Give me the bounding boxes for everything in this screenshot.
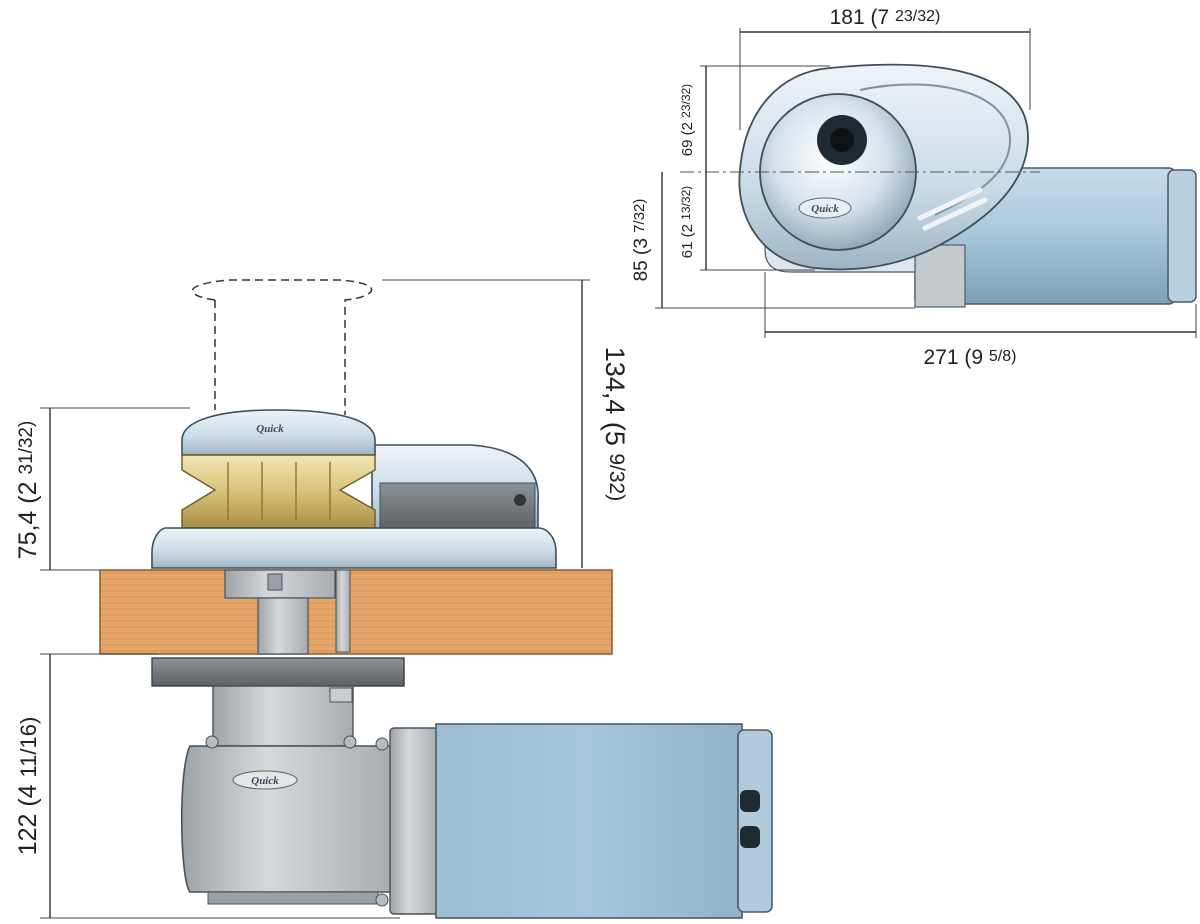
- side-total-height-dimension: 134,4 (5 9/32): [600, 347, 630, 501]
- underdeck-plate: [151, 657, 405, 687]
- top-logo-badge: [798, 197, 852, 219]
- top-lower-height-dimension: 61 (2 13/32): [679, 186, 696, 258]
- top-logo-text: Quick: [811, 203, 839, 215]
- top-length-dimension: 271 (9 5/8): [924, 346, 1017, 369]
- side-view: Quick Quick: [14, 279, 773, 919]
- top-motor-flange: [914, 244, 966, 308]
- deck-board: [99, 569, 613, 655]
- warping-drum-outline: [191, 279, 373, 415]
- motor-flange: [389, 727, 439, 915]
- side-above-deck-dimension: 75,4 (2 31/32): [14, 421, 42, 560]
- gearbox: [180, 745, 396, 893]
- top-view: Quick 181 (7 23/32) 271 (9 5/8) 69 (2 23…: [631, 6, 1197, 369]
- stud-bolt: [335, 569, 351, 653]
- gearbox-logo: Quick: [251, 775, 279, 787]
- motor-endcap: [737, 729, 773, 913]
- top-grip-lines: [917, 187, 988, 231]
- top-upper-height-dimension: 69 (2 23/32): [679, 84, 696, 156]
- top-motor-endcap: [1167, 169, 1197, 303]
- side-cap-logo: Quick: [256, 423, 284, 435]
- drive-shaft: [257, 597, 309, 655]
- top-width-dimension: 181 (7 23/32): [830, 6, 941, 29]
- gypsy: [181, 454, 376, 529]
- side-base: [151, 527, 557, 569]
- side-top-cap: [181, 409, 376, 456]
- side-below-deck-dimension: 122 (4 11/16): [14, 717, 42, 856]
- motor-body: [435, 723, 743, 919]
- top-total-height-dimension: 85 (3 7/32): [631, 199, 652, 282]
